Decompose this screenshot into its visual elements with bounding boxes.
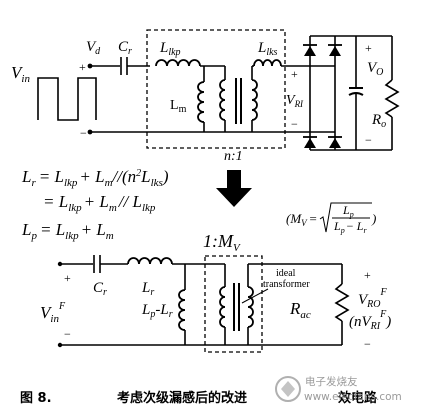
bottom-vin-plus: + (64, 271, 71, 285)
vo-label: VO (367, 60, 383, 78)
bottom-cr-label: Cr (93, 280, 107, 298)
bottom-input-top-dot (57, 261, 63, 267)
ideal-transformer-pointer (241, 288, 269, 304)
bottom-capacitor-cr (93, 255, 101, 273)
bottom-inductor-lp-lr (178, 289, 186, 331)
watermark-url: www.elecfans.com (304, 391, 402, 403)
mv-formula: (MV= Lp Lp− Lr ) (286, 202, 376, 235)
svg-text:Lp: Lp (342, 203, 354, 219)
inductor-llkp (155, 59, 201, 67)
square-wave-source (37, 77, 97, 121)
vd-plus: + (79, 60, 86, 74)
diode-bridge (303, 35, 370, 151)
vro-label: VROF (358, 287, 388, 310)
output-capacitor (348, 36, 364, 150)
top-circuit: Vin + Vd Cr Llkp Lm (11, 29, 400, 164)
resistor-ro (370, 35, 400, 151)
bottom-vin-label: VinF (40, 301, 66, 325)
ro-label: Ro (371, 112, 386, 130)
vd-terminal-dot (87, 63, 93, 69)
transform-arrow (216, 170, 252, 207)
bottom-input-bottom-dot (57, 342, 63, 348)
bottom-lr-label: Lr (141, 280, 154, 298)
vro-plus: + (364, 268, 371, 282)
nvri-label: (nVRIF) (349, 309, 391, 332)
eq-lr-line2: = Llkp+ Lm// Llkp (43, 192, 156, 214)
vin-label: Vin (11, 63, 30, 85)
caption-text-end: 效电路 (338, 390, 378, 406)
eq-lr-line1: Lr= Llkp+ Lm//(n2Llks) (21, 167, 169, 189)
watermark-brand: 电子发烧友 (305, 375, 358, 388)
svg-text:): ) (371, 211, 376, 226)
vro-minus: − (364, 337, 371, 351)
lm-label: Lm (170, 98, 187, 115)
top-ratio-label: n:1 (224, 149, 243, 164)
bottom-inductor-lr (127, 257, 173, 265)
vo-minus: − (365, 133, 372, 147)
bottom-lp-lr-label: Lp-Lr (141, 302, 173, 320)
resistor-rac (334, 264, 350, 345)
vd-minus: − (80, 126, 87, 140)
watermark: 电子发烧友 www.elecfans.com (275, 375, 402, 403)
cr-label: Cr (118, 39, 132, 57)
llkp-label: Llkp (159, 40, 181, 58)
watermark-logo-icon (275, 376, 301, 402)
caption-text: 考虑次级漏感后的改进 (117, 390, 247, 406)
llks-label: Llks (257, 40, 278, 58)
figure-number: 图 8. (20, 391, 52, 406)
svg-text:(MV=: (MV= (286, 211, 317, 228)
transformer-model-box (146, 29, 286, 149)
eq-lp-line: Lp= Llkp+ Lm (21, 220, 114, 242)
vri-plus: + (291, 67, 298, 81)
ideal-transformer-box (204, 255, 263, 353)
inductor-llks (253, 59, 282, 67)
vri-minus: − (291, 117, 298, 131)
caption: 图 8. 考虑次级漏感后的改进 效电路 (20, 390, 378, 406)
vd-label: Vd (86, 39, 101, 57)
bottom-circuit: 1:MV + Cr Lr Lp-Lr (40, 231, 391, 353)
rac-label: Rac (289, 299, 311, 321)
equations: Lr= Llkp+ Lm//(n2Llks) = Llkp+ Lm// Llkp… (21, 167, 376, 242)
bottom-terminal-dot (87, 129, 93, 135)
svg-text:Lp− Lr: Lp− Lr (333, 219, 367, 235)
vri-label: VRI (286, 93, 304, 109)
inductor-lm (197, 81, 205, 123)
bottom-ratio-label: 1:MV (203, 231, 241, 254)
capacitor-cr (120, 57, 128, 75)
bottom-vin-minus: − (64, 327, 71, 341)
vo-plus: + (365, 41, 372, 55)
